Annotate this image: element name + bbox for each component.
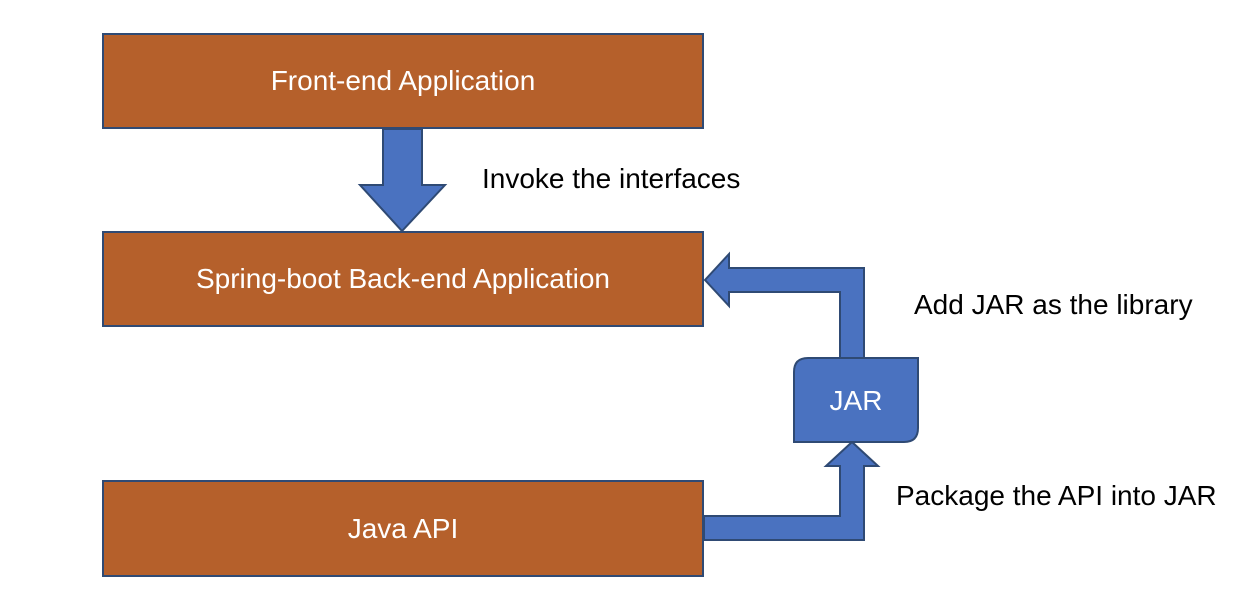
- invoke-arrow: [357, 128, 448, 233]
- package-api-label: Package the API into JAR: [896, 480, 1217, 511]
- backend-application-label: Spring-boot Back-end Application: [195, 263, 611, 294]
- invoke-interfaces-label: Invoke the interfaces: [482, 163, 741, 194]
- java-api-box: Java API: [102, 480, 704, 577]
- frontend-application-box: Front-end Application: [102, 33, 704, 129]
- java-api-label: Java API: [347, 512, 459, 544]
- add-jar-library-label: Add JAR as the library: [914, 289, 1193, 320]
- backend-application-box: Spring-boot Back-end Application: [102, 231, 704, 327]
- frontend-application-label: Front-end Application: [270, 65, 536, 96]
- jar-block: [793, 357, 919, 443]
- jar-label: JAR: [830, 385, 883, 416]
- package-arrow: [703, 440, 881, 541]
- add-jar-arrow: [703, 251, 865, 359]
